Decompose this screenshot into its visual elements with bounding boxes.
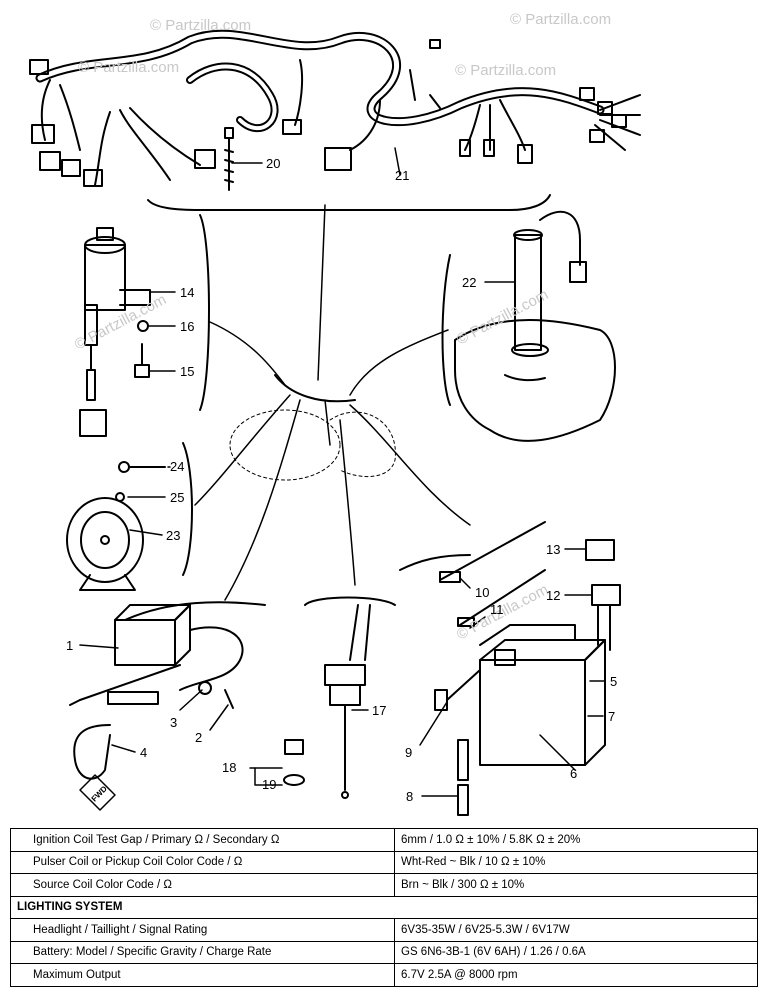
callouts: 20 21 22 14 16 15 24 25 23 13 12 10 11 1… [66,156,617,804]
callout-23: 23 [166,528,180,543]
callout-19: 19 [262,777,276,792]
callout-17: 17 [372,703,386,718]
spec-parameter: Battery: Model / Specific Gravity / Char… [10,940,395,964]
spec-table: Ignition Coil Test Gap / Primary Ω / Sec… [10,828,758,987]
spec-value: 6.7V 2.5A @ 8000 rpm [394,963,758,987]
spec-parameter: Source Coil Color Code / Ω [10,873,395,897]
callout-3: 3 [170,715,177,730]
spec-value: 6mm / 1.0 Ω ± 10% / 5.8K Ω ± 20% [394,828,758,852]
table-row: Ignition Coil Test Gap / Primary Ω / Sec… [10,828,758,852]
horn [66,442,193,591]
spec-value: Wht-Red ~ Blk / 10 Ω ± 10% [394,850,758,874]
section-heading: LIGHTING SYSTEM [10,895,758,919]
svg-text:© Partzilla.com: © Partzilla.com [78,59,179,76]
callout-13: 13 [546,542,560,557]
table-section-row: LIGHTING SYSTEM [10,895,758,919]
callout-11: 11 [490,602,504,617]
table-row: Battery: Model / Specific Gravity / Char… [10,940,758,964]
wire-harness [29,29,641,187]
harness-bracket [147,194,551,211]
callout-10: 10 [475,585,489,600]
callout-1: 1 [66,638,73,653]
spec-parameter: Pulser Coil or Pickup Coil Color Code / … [10,850,395,874]
parts-diagram: © Partzilla.com © Partzilla.com © Partzi… [29,11,641,816]
svg-text:© Partzilla.com: © Partzilla.com [454,286,551,348]
callout-2: 2 [195,730,202,745]
callout-21: 21 [395,168,409,183]
callout-22: 22 [462,275,476,290]
svg-text:© Partzilla.com: © Partzilla.com [72,291,169,353]
svg-text:© Partzilla.com: © Partzilla.com [455,62,556,79]
spec-value: GS 6N6-3B-1 (6V 6AH) / 1.26 / 0.6A [394,940,758,964]
spec-value: Brn ~ Blk / 300 Ω ± 10% [394,873,758,897]
callout-9: 9 [405,745,412,760]
callout-15: 15 [180,364,194,379]
callout-12: 12 [546,588,560,603]
spec-parameter: Maximum Output [10,963,395,987]
callout-6: 6 [570,766,577,781]
spec-parameter: Ignition Coil Test Gap / Primary Ω / Sec… [10,828,395,852]
spec-value: 6V35-35W / 6V25-5.3W / 6V17W [394,918,758,942]
fuel-tank [441,210,616,442]
callout-4: 4 [140,745,147,760]
callout-7: 7 [608,709,615,724]
callout-14: 14 [180,285,194,300]
main-switch [79,214,210,437]
callout-16: 16 [180,319,194,334]
callout-24: 24 [170,459,184,474]
leader-lines [79,147,606,797]
spec-parameter: Headlight / Taillight / Signal Rating [10,918,395,942]
main-wire-trunk [274,374,356,403]
table-row: Pulser Coil or Pickup Coil Color Code / … [10,850,758,874]
callout-8: 8 [406,789,413,804]
ignition-coil [69,601,266,811]
svg-text:© Partzilla.com: © Partzilla.com [150,17,251,34]
callout-25: 25 [170,490,184,505]
frame-outline [229,409,396,481]
callout-5: 5 [610,674,617,689]
battery-area [399,521,621,816]
screw-20 [224,127,234,191]
callout-18: 18 [222,760,236,775]
callout-20: 20 [266,156,280,171]
svg-text:© Partzilla.com: © Partzilla.com [510,11,611,28]
spark-plug-cap [283,596,396,799]
